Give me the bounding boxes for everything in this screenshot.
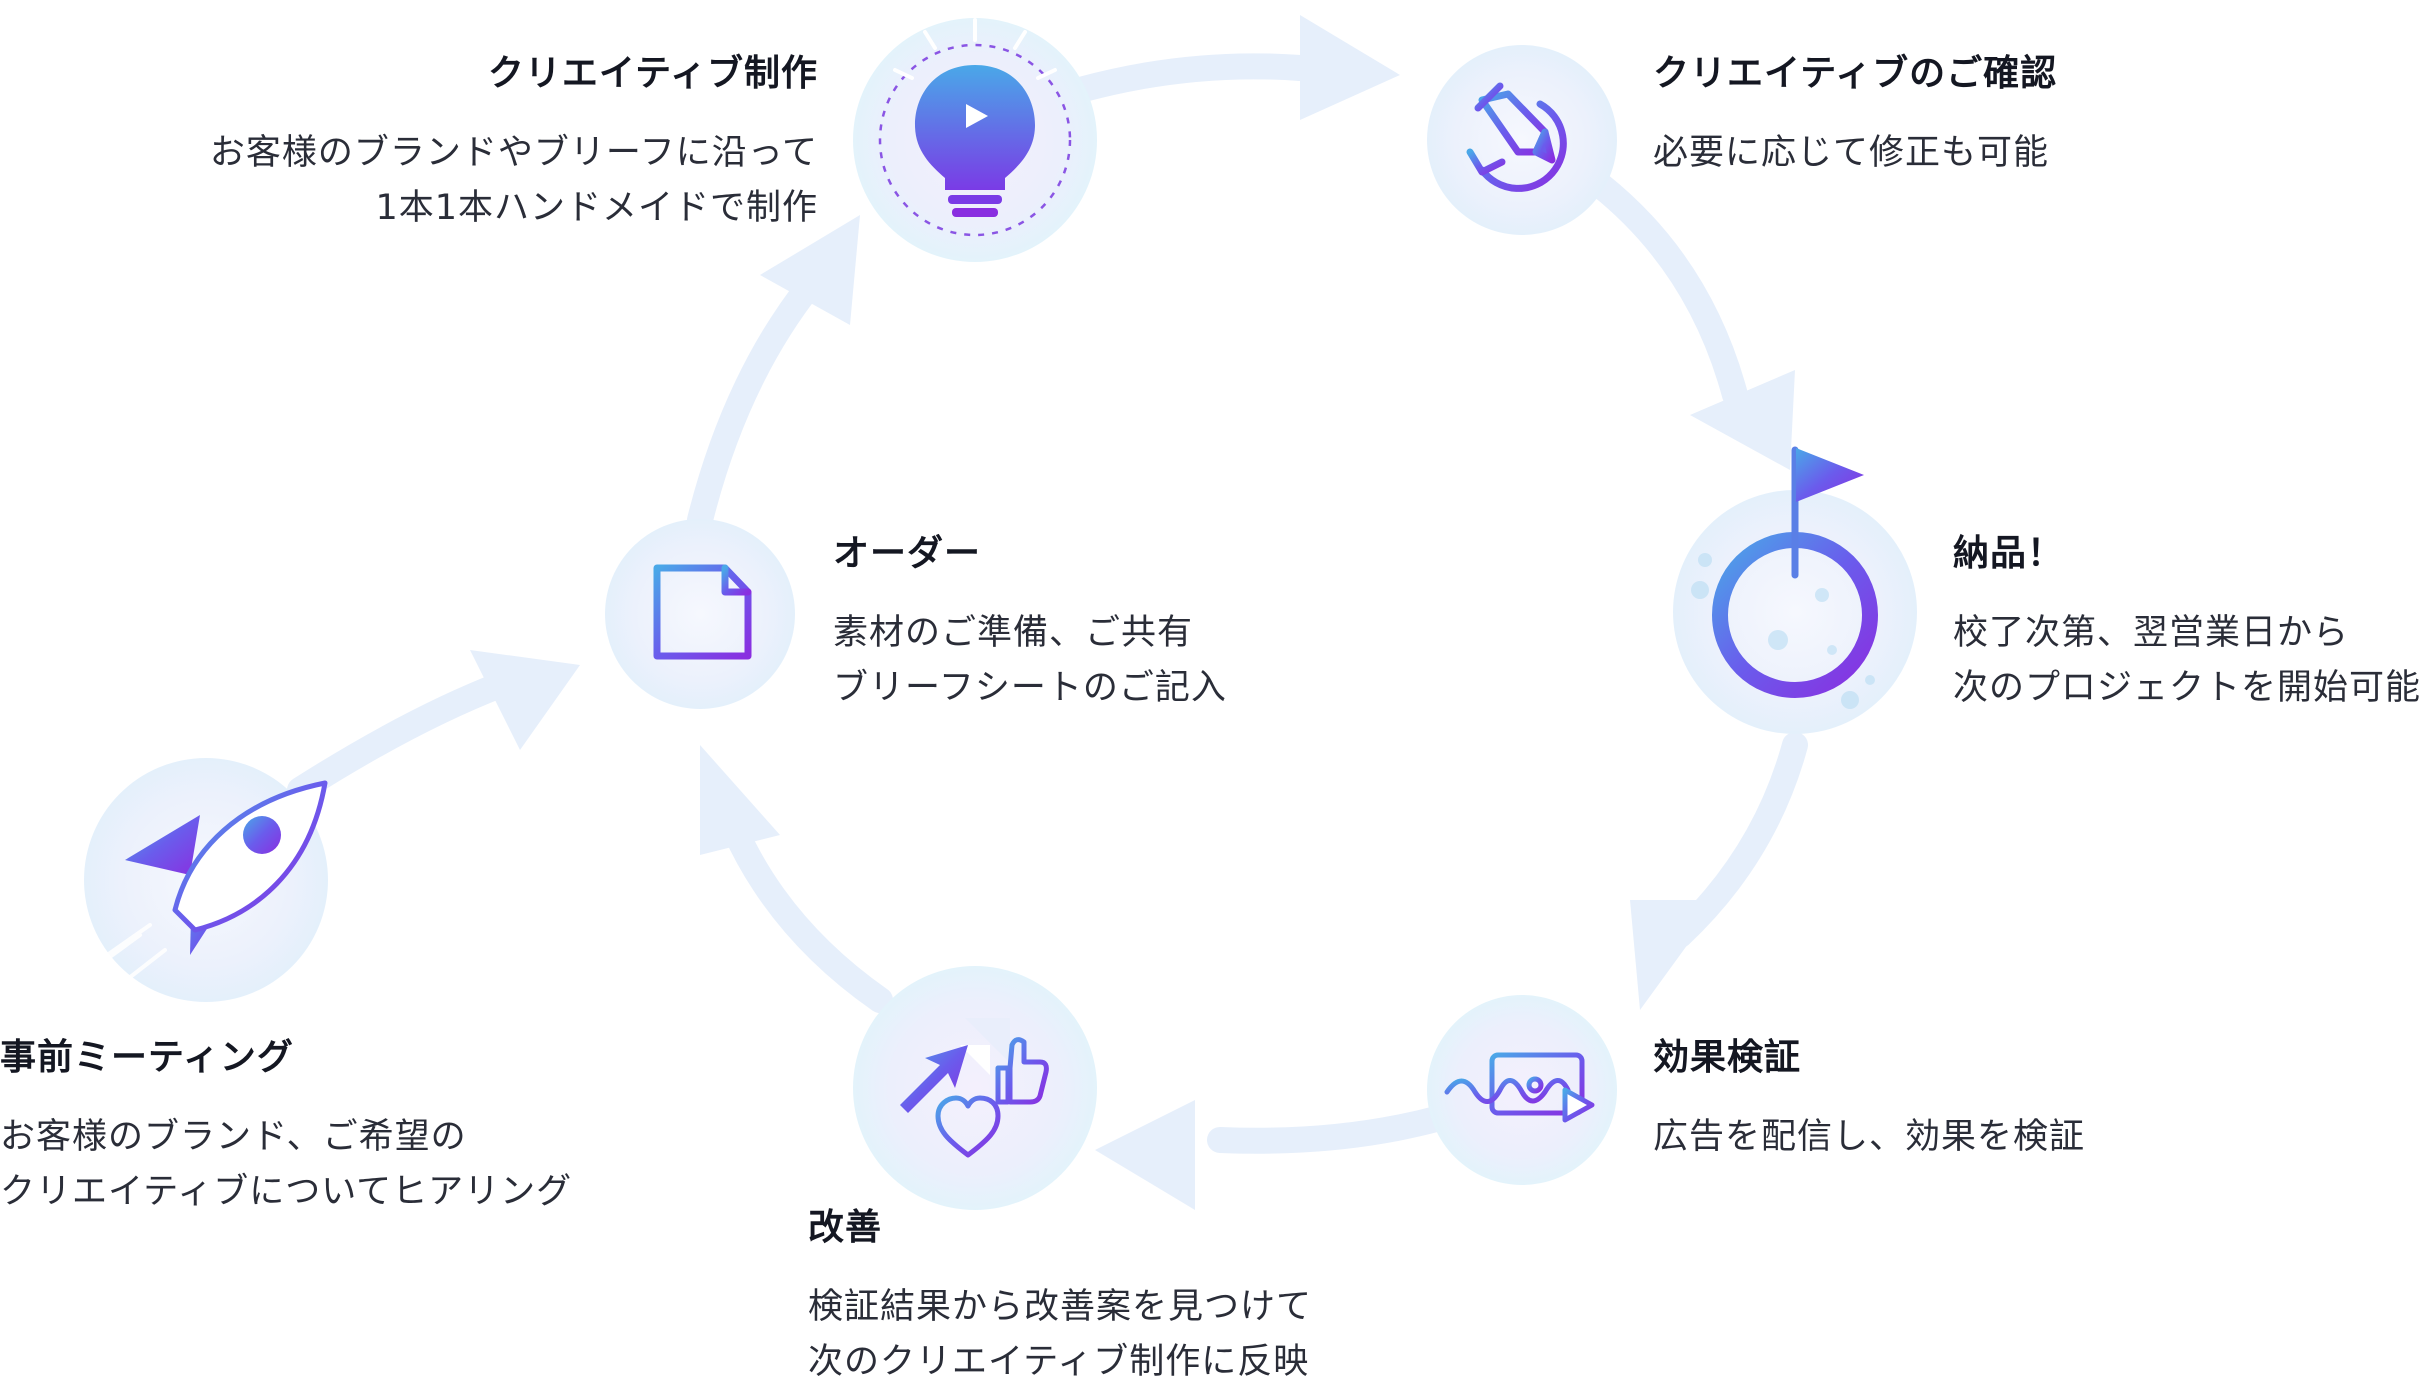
- circle-order: [605, 519, 795, 709]
- flow-arrowheads: [470, 15, 1795, 1210]
- step-description-line: お客様のブランド、ご希望の: [0, 1117, 467, 1157]
- step-description: 校了次第、翌営業日から 次のプロジェクトを開始可能: [1953, 606, 2421, 716]
- step-creative-review: クリエイティブのご確認 必要に応じて修正も可能: [1653, 56, 2057, 181]
- step-description: 素材のご準備、ご共有 ブリーフシートのご記入: [833, 606, 1227, 716]
- arrow-order-to-production: [687, 272, 823, 533]
- moon-flag-icon: [1691, 446, 1878, 709]
- document-icon: [653, 564, 752, 660]
- arrow-review-to-delivery: [1587, 172, 1748, 408]
- step-title: 納品！: [1953, 533, 2065, 574]
- arrowhead-order-to-production: [760, 215, 860, 325]
- arrow-meeting-to-order: [287, 672, 513, 803]
- step-description: 必要に応じて修正も可能: [1653, 126, 2057, 181]
- video-ad-icon: [1444, 1052, 1595, 1123]
- arrowhead-verification-to-improvement: [1095, 1100, 1195, 1210]
- lightbulb-play-icon: [878, 18, 1072, 237]
- step-description-line: 次のプロジェクトを開始可能: [1953, 668, 2422, 708]
- step-description-line: 広告を配信し、効果を検証: [1653, 1117, 2086, 1157]
- arrowhead-meeting-to-order: [470, 650, 580, 750]
- step-improvement: 改善 検証結果から改善案を見つけて 次のクリエイティブ制作に反映: [808, 1210, 1312, 1390]
- step-description-line: 1本1本ハンドメイドで制作: [375, 188, 818, 228]
- step-pre-meeting: 事前ミーティング お客様のブランド、ご希望の クリエイティブについてヒアリング: [0, 1040, 572, 1220]
- step-description-line: クリエイティブについてヒアリング: [0, 1172, 573, 1212]
- step-order: オーダー 素材のご準備、ご共有 ブリーフシートのご記入: [833, 536, 1227, 716]
- arrow-improvement-to-order: [722, 817, 893, 1013]
- circle-improvement: [853, 966, 1097, 1210]
- step-title: 事前ミーティング: [0, 1037, 294, 1078]
- arrowhead-delivery-to-verification: [1630, 900, 1720, 1010]
- step-effect-verification: 効果検証 広告を配信し、効果を検証: [1653, 1040, 2085, 1165]
- arrow-thumbs-heart-icon: [900, 1018, 1049, 1158]
- step-title: クリエイティブのご確認: [1653, 53, 2058, 94]
- step-delivery: 納品！ 校了次第、翌営業日から 次のプロジェクトを開始可能: [1953, 536, 2421, 716]
- step-title: クリエイティブ制作: [487, 53, 818, 94]
- step-description-line: 次のクリエイティブ制作に反映: [808, 1342, 1310, 1382]
- step-description-line: 校了次第、翌営業日から: [1953, 613, 2350, 653]
- step-description-line: お客様のブランドやブリーフに沿って: [209, 133, 818, 173]
- step-description-line: 必要に応じて修正も可能: [1653, 133, 2050, 173]
- circle-creative-review: [1427, 45, 1617, 235]
- step-description: 広告を配信し、効果を検証: [1653, 1110, 2085, 1165]
- step-title: オーダー: [833, 533, 982, 574]
- step-creative-production: クリエイティブ制作 お客様のブランドやブリーフに沿って 1本1本ハンドメイドで制…: [210, 56, 818, 236]
- arrowhead-production-to-review: [1300, 15, 1400, 120]
- step-title: 効果検証: [1653, 1037, 1802, 1078]
- circle-delivery: [1673, 490, 1917, 734]
- step-title: 改善: [808, 1207, 883, 1248]
- pencil-refresh-icon: [1466, 82, 1567, 192]
- step-description-line: 検証結果から改善案を見つけて: [808, 1287, 1313, 1327]
- step-description: お客様のブランド、ご希望の クリエイティブについてヒアリング: [0, 1110, 572, 1220]
- arrowhead-review-to-delivery: [1690, 370, 1795, 470]
- arrowhead-improvement-to-order: [700, 745, 780, 855]
- step-description-line: ブリーフシートのご記入: [833, 668, 1227, 708]
- step-description-line: 素材のご準備、ご共有: [833, 613, 1194, 653]
- step-description: お客様のブランドやブリーフに沿って 1本1本ハンドメイドで制作: [210, 126, 818, 236]
- rocket-icon: [83, 780, 328, 987]
- flow-arrows: [287, 53, 1808, 1154]
- arrow-verification-to-improvement: [1207, 1105, 1453, 1154]
- arrow-production-to-review: [1067, 53, 1313, 103]
- step-description: 検証結果から改善案を見つけて 次のクリエイティブ制作に反映: [808, 1280, 1312, 1390]
